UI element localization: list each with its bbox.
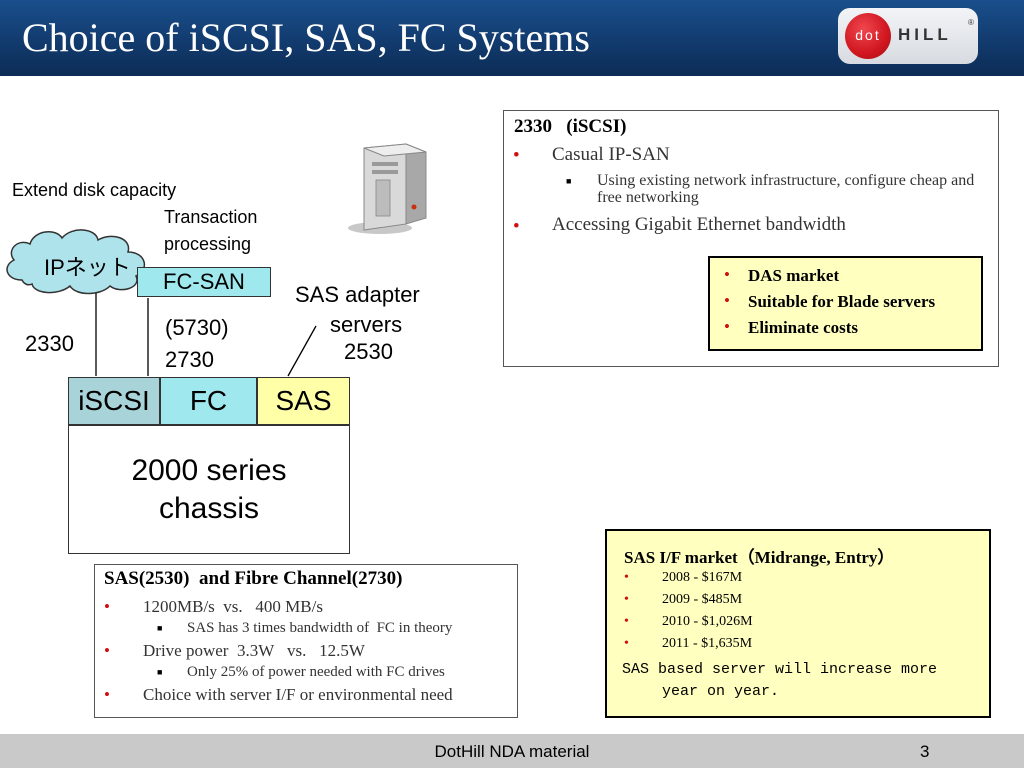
square-bullet: ■ bbox=[566, 176, 572, 186]
market-item-2011: 2011 - $1,635M bbox=[662, 636, 753, 651]
extend-disk-label: Extend disk capacity bbox=[12, 180, 177, 200]
market-item-2009: 2009 - $485M bbox=[662, 592, 743, 607]
chassis-label-line2: chassis bbox=[158, 492, 260, 525]
bullet-dot: • bbox=[624, 636, 629, 651]
das-item-market: DAS market bbox=[748, 266, 840, 285]
das-item-blade: Suitable for Blade servers bbox=[748, 292, 936, 311]
square-bullet: ■ bbox=[157, 667, 163, 677]
sas-fc-bullet-choice: Choice with server I/F or environmental … bbox=[143, 685, 453, 704]
model-2530-label: 2530 bbox=[344, 339, 393, 364]
iscsi-module: iSCSI bbox=[68, 377, 160, 425]
line-sas-to-server bbox=[287, 325, 317, 377]
logo-registered-mark: ® bbox=[968, 18, 974, 27]
logo-hill-text: HILL bbox=[898, 25, 952, 44]
footer-bar bbox=[0, 734, 1024, 768]
iscsi-sub-network: Using existing network infrastructure, c… bbox=[597, 172, 975, 206]
iscsi-bullet-casual: Casual IP-SAN bbox=[552, 144, 670, 165]
page-number: 3 bbox=[920, 742, 930, 761]
bullet-dot: • bbox=[104, 597, 110, 616]
sas-adapter-label-line1: SAS adapter bbox=[295, 282, 420, 307]
square-bullet: ■ bbox=[157, 623, 163, 633]
ip-network-label: IPネット bbox=[44, 255, 131, 280]
sas-fc-bullet-bandwidth: 1200MB/s vs. 400 MB/s bbox=[143, 597, 323, 616]
model-5730-label: (5730) bbox=[165, 315, 229, 340]
cloud-icon bbox=[6, 229, 146, 295]
das-market-box bbox=[708, 256, 983, 351]
market-note-line2: year on year. bbox=[662, 683, 780, 700]
sas-fc-sub-power: Only 25% of power needed with FC drives bbox=[187, 664, 445, 680]
sas-fc-heading: SAS(2530) and Fibre Channel(2730) bbox=[104, 568, 403, 589]
chassis-label: 2000 series chassis bbox=[68, 452, 350, 528]
bullet-dot: • bbox=[104, 641, 110, 660]
transaction-label-line2: processing bbox=[164, 234, 252, 254]
sas-module: SAS bbox=[257, 377, 350, 425]
bullet-dot: • bbox=[724, 291, 730, 310]
market-heading: SAS I/F market（Midrange, Entry） bbox=[624, 548, 895, 567]
server-tower-icon bbox=[348, 143, 427, 234]
bullet-dot: • bbox=[624, 570, 629, 585]
fc-san-box: FC-SAN bbox=[137, 267, 271, 297]
bullet-dot: • bbox=[624, 614, 629, 629]
model-2330-label: 2330 bbox=[25, 331, 74, 356]
market-item-2008: 2008 - $167M bbox=[662, 570, 743, 585]
sas-fc-sub-bandwidth: SAS has 3 times bandwidth of FC in theor… bbox=[187, 620, 453, 636]
transaction-label-line1: Transaction bbox=[164, 207, 258, 227]
sas-fc-bullet-power: Drive power 3.3W vs. 12.5W bbox=[143, 641, 365, 660]
sas-market-box bbox=[605, 529, 991, 718]
sas-fc-comparison-box bbox=[94, 564, 518, 718]
chassis-box bbox=[68, 425, 350, 554]
slide-title: Choice of iSCSI, SAS, FC Systems bbox=[22, 15, 590, 60]
footer-text: DotHill NDA material bbox=[434, 742, 590, 761]
bullet-dot: • bbox=[513, 216, 520, 237]
iscsi-bullet-gigabit: Accessing Gigabit Ethernet bandwidth bbox=[552, 214, 846, 235]
market-note-line1: SAS based server will increase more bbox=[622, 661, 938, 678]
model-2730-label: 2730 bbox=[165, 347, 214, 372]
logo-dot-text: dot bbox=[855, 27, 881, 43]
bullet-dot: • bbox=[624, 592, 629, 607]
bullet-dot: • bbox=[104, 685, 110, 704]
sas-adapter-label-line2: servers bbox=[330, 312, 403, 337]
iscsi-detail-heading: 2330 (iSCSI) bbox=[514, 116, 627, 137]
bullet-dot: • bbox=[513, 145, 520, 166]
dothill-logo: dot HILL ® bbox=[838, 8, 978, 64]
das-item-costs: Eliminate costs bbox=[748, 318, 859, 337]
chassis-label-line1: 2000 series bbox=[131, 454, 287, 487]
bullet-dot: • bbox=[724, 265, 730, 284]
market-item-2010: 2010 - $1,026M bbox=[662, 614, 753, 629]
logo-red-circle: dot bbox=[845, 13, 891, 59]
bullet-dot: • bbox=[724, 317, 730, 336]
fc-module: FC bbox=[160, 377, 257, 425]
